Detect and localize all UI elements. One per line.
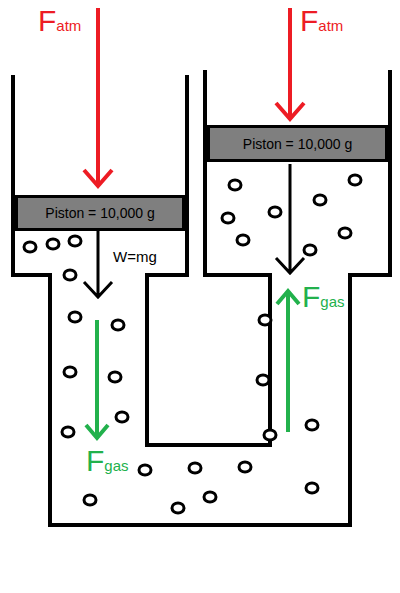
force-label: Fatm bbox=[38, 6, 81, 36]
piston: Piston = 10,000 g bbox=[15, 195, 185, 231]
container-outline bbox=[13, 70, 390, 525]
piston-label: Piston = 10,000 g bbox=[243, 136, 352, 152]
gas-force-arrows bbox=[86, 291, 299, 438]
force-label: Fgas bbox=[302, 282, 345, 312]
force-label: Fgas bbox=[86, 446, 129, 476]
piston-label: Piston = 10,000 g bbox=[45, 205, 154, 221]
force-label: Fatm bbox=[300, 6, 343, 36]
weight-label: W=mg bbox=[113, 249, 157, 264]
piston: Piston = 10,000 g bbox=[207, 125, 388, 162]
